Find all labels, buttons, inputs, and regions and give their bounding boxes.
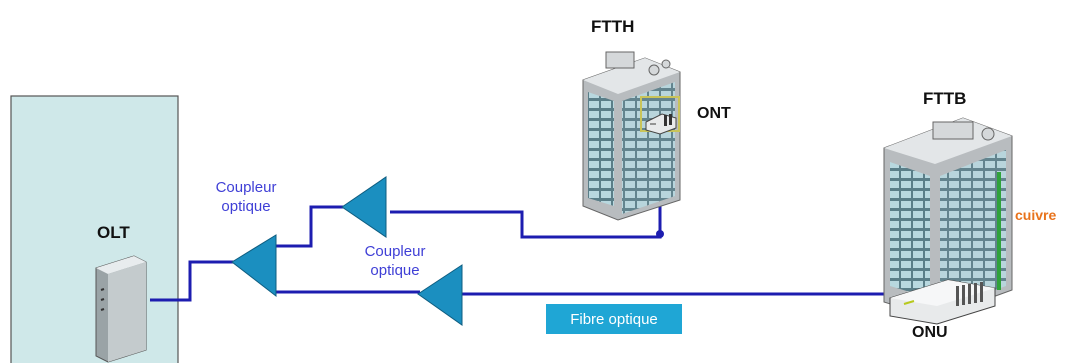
onu-label: ONU [912,324,948,341]
router-icon [640,96,680,135]
olt-label: OLT [97,223,130,242]
coupler-label-2-line2: optique [370,262,420,279]
ont-label: ONT [697,105,731,122]
central-office-panel [10,95,179,363]
coupler-label-2: Coupleur optique [352,242,438,280]
fiber-olt-to-coupler [150,260,240,302]
server-icon [95,255,147,363]
coupler-label-2-line1: Coupleur [364,243,426,260]
coupler-label-1-line1: Coupleur [215,179,277,196]
coupler-label-1-line2: optique [221,198,271,215]
coupler-icon [417,264,463,326]
router-icon [889,279,996,325]
building-icon [582,51,681,221]
coupler-label-1: Coupleur optique [203,178,289,216]
copper-label: cuivre [1015,207,1057,223]
fttb-label: FTTB [923,89,967,108]
coupler-icon [341,176,387,238]
ftth-label: FTTH [591,17,635,36]
coupler-icon [231,234,277,298]
fibre-optique-tag: Fibre optique [546,304,682,334]
fiber-coupler-to-coupler [260,205,346,248]
building-icon [883,117,1013,319]
